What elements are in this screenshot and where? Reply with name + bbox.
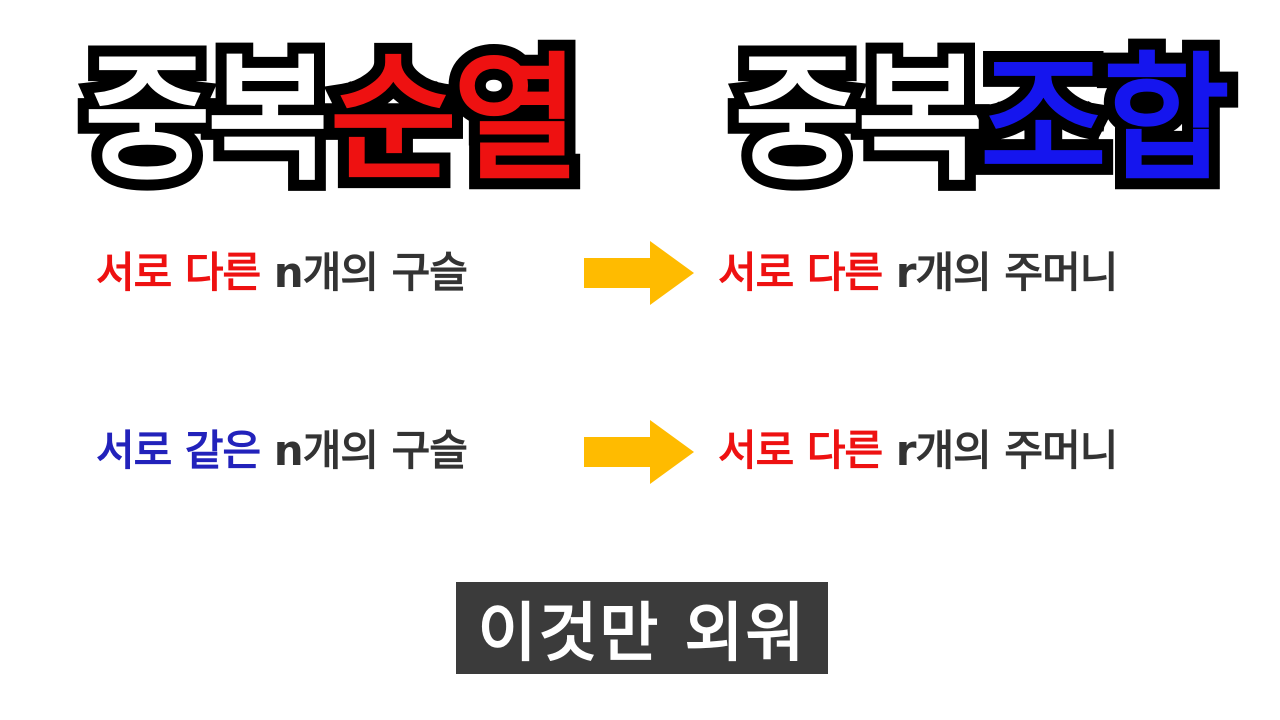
right-arrow-icon [584,241,694,305]
title-left-accent: 순열 [319,29,591,211]
title-permutation-with-repetition: 중복순열 [73,29,591,211]
row-2-right-rest: r개의 주머니 [882,426,1119,475]
row-2-right-phrase: 서로 다른 r개의 주머니 [718,416,1119,486]
row-2-left-phrase: 서로 같은 n개의 구슬 [96,416,468,486]
title-right-accent: 조합 [969,29,1241,211]
row-2-left-rest: n개의 구슬 [260,426,468,475]
row-1-left-rest: n개의 구슬 [260,248,468,297]
title-left-prefix: 중복 [73,29,345,211]
right-arrow-icon [584,420,694,484]
row-2-left-accent: 서로 같은 [96,426,261,475]
row-1-right-accent: 서로 다른 [718,248,883,297]
caption-box: 이것만 외워 [456,582,828,674]
row-1-left-accent: 서로 다른 [96,248,261,297]
row-1-right-phrase: 서로 다른 r개의 주머니 [718,238,1119,308]
row-2-right-accent: 서로 다른 [718,426,883,475]
title-right-prefix: 중복 [723,29,995,211]
row-1-left-phrase: 서로 다른 n개의 구슬 [96,238,468,308]
title-combination-with-repetition: 중복조합 [723,29,1241,211]
row-1-right-rest: r개의 주머니 [882,248,1119,297]
caption-text: 이것만 외워 [477,597,807,671]
